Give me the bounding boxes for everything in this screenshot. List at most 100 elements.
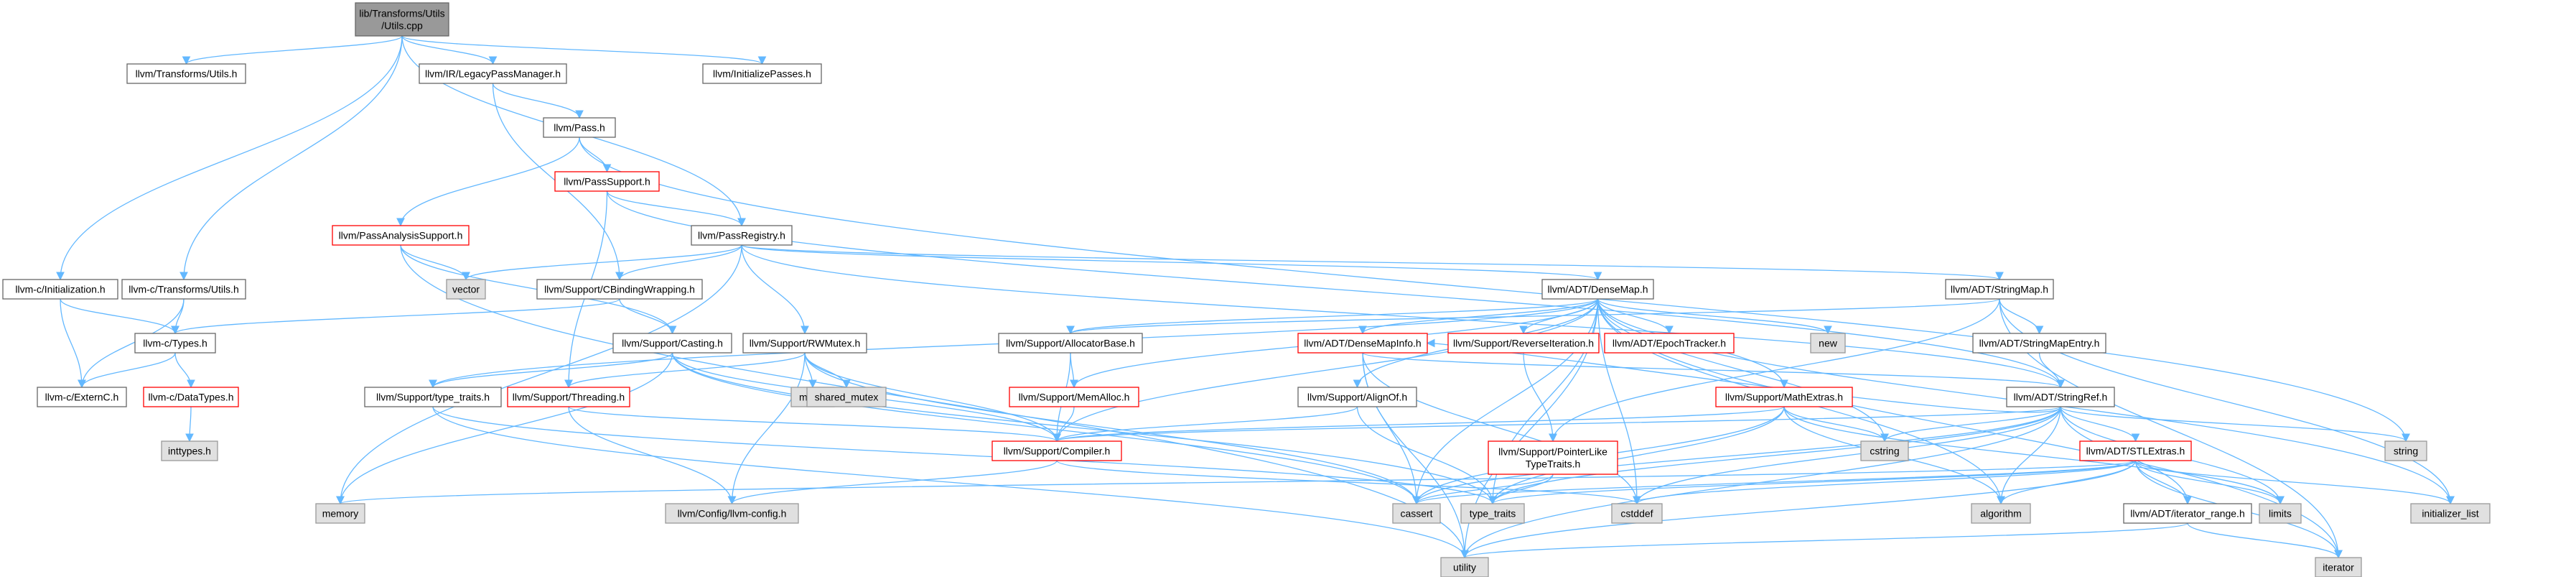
node-box[interactable] bbox=[1447, 333, 1600, 354]
node-box[interactable] bbox=[2, 279, 118, 300]
edge-llvm_pass_h-to-llvm_passsupport_h bbox=[579, 137, 612, 173]
node-llvm-ir-legacypassmanager-h[interactable]: llvm/IR/LegacyPassManager.h bbox=[419, 63, 567, 84]
node-box bbox=[355, 2, 449, 37]
node-box[interactable] bbox=[134, 333, 216, 354]
node-box[interactable] bbox=[126, 63, 246, 84]
node-box[interactable] bbox=[143, 387, 239, 407]
node-box[interactable] bbox=[1009, 387, 1139, 407]
edge-llvm_support_mathextras_h-to-limits bbox=[1783, 406, 2285, 505]
node-llvm-support-threading-h[interactable]: llvm/Support/Threading.h bbox=[507, 387, 630, 407]
edge-llvm_adt_stringmap_h-to-llvm_adt_stringmapentry_h bbox=[1999, 298, 2044, 335]
node-llvm-support-reverseiteration-h[interactable]: llvm/Support/ReverseIteration.h bbox=[1447, 333, 1600, 354]
node-box[interactable] bbox=[2006, 387, 2115, 407]
node-box[interactable] bbox=[37, 387, 127, 407]
node-llvm-adt-stringmap-h[interactable]: llvm/ADT/StringMap.h bbox=[1945, 279, 2054, 300]
node-llvm-support-memalloc-h[interactable]: llvm/Support/MemAlloc.h bbox=[1009, 387, 1139, 407]
node-box[interactable] bbox=[998, 333, 1143, 354]
edge-llvm_support_casting_h-to-type_traits bbox=[671, 352, 1497, 505]
node-box[interactable] bbox=[543, 117, 616, 138]
node-box[interactable] bbox=[612, 333, 732, 354]
node-llvm-adt-densemap-h[interactable]: llvm/ADT/DenseMap.h bbox=[1541, 279, 1654, 300]
node-llvm-adt-epochtracker-h[interactable]: llvm/ADT/EpochTracker.h bbox=[1604, 333, 1735, 354]
edge-llvm_passregistry_h-to-llvm_adt_densemap_h bbox=[741, 244, 1602, 281]
edge-llvm_support_type_traits_h-to-type_traits bbox=[432, 406, 1497, 505]
node-llvm-c-initialization-h[interactable]: llvm-c/Initialization.h bbox=[2, 279, 118, 300]
node-inttypes-h: inttypes.h bbox=[161, 440, 218, 461]
node-llvm-pass-h[interactable]: llvm/Pass.h bbox=[543, 117, 616, 138]
node-llvm-adt-stringmapentry-h[interactable]: llvm/ADT/StringMapEntry.h bbox=[1972, 333, 2106, 354]
node-label: llvm/Support/Threading.h bbox=[513, 392, 625, 403]
node-box[interactable] bbox=[332, 225, 470, 246]
node-llvm-adt-stlextras-h[interactable]: llvm/ADT/STLExtras.h bbox=[2079, 440, 2192, 461]
node-box[interactable] bbox=[419, 63, 567, 84]
node-box[interactable] bbox=[1972, 333, 2106, 354]
edge-llvm_adt_stlextras_h-to-memory bbox=[337, 460, 2137, 505]
edge-llvm_support_rwmutex_h-to-llvm_config_llvm_config_h bbox=[727, 352, 806, 505]
node-llvm-c-types-h[interactable]: llvm-c/Types.h bbox=[134, 333, 216, 354]
node-vector: vector bbox=[446, 279, 486, 300]
node-box[interactable] bbox=[507, 387, 630, 407]
node-box[interactable] bbox=[121, 279, 246, 300]
node-box[interactable] bbox=[2123, 503, 2252, 524]
node-box[interactable] bbox=[554, 171, 660, 192]
edge-llvm_support_allocatorbase_h-to-llvm_support_memalloc_h bbox=[1070, 352, 1078, 389]
edge-llvm_support_casting_h-to-memory bbox=[336, 352, 673, 505]
node-llvm-support-cbindingwrapping-h[interactable]: llvm/Support/CBindingWrapping.h bbox=[536, 279, 703, 300]
node-llvm-adt-iterator-range-h[interactable]: llvm/ADT/iterator_range.h bbox=[2123, 503, 2252, 524]
node-shared-mutex: shared_mutex bbox=[806, 387, 887, 407]
node-llvm-support-compiler-h[interactable]: llvm/Support/Compiler.h bbox=[991, 440, 1122, 461]
node-llvm-adt-densemapinfo-h[interactable]: llvm/ADT/DenseMapInfo.h bbox=[1297, 333, 1428, 354]
node-llvm-support-mathextras-h[interactable]: llvm/Support/MathExtras.h bbox=[1715, 387, 1853, 407]
node-box[interactable] bbox=[1541, 279, 1654, 300]
node-box[interactable] bbox=[991, 440, 1122, 461]
node-algorithm: algorithm bbox=[1971, 503, 2031, 524]
node-label: llvm/Transforms/Utils.h bbox=[136, 68, 238, 80]
edge-llvm_adt_iterator_range_h-to-iterator bbox=[2187, 522, 2343, 559]
edge-llvm_support_type_traits_h-to-utility bbox=[432, 406, 1469, 559]
node-llvm-passsupport-h[interactable]: llvm/PassSupport.h bbox=[554, 171, 660, 192]
edge-llvm_adt_stringref_h-to-llvm_adt_stlextras_h bbox=[2060, 406, 2140, 443]
edge-llvm_support_cbindingwrapping_h-to-llvm_c_types_h bbox=[171, 298, 620, 335]
node-box[interactable] bbox=[702, 63, 822, 84]
node-llvm-c-datatypes-h[interactable]: llvm-c/DataTypes.h bbox=[143, 387, 239, 407]
node-box[interactable] bbox=[1297, 387, 1417, 407]
node-llvm-support-allocatorbase-h[interactable]: llvm/Support/AllocatorBase.h bbox=[998, 333, 1143, 354]
node-label: llvm-c/Initialization.h bbox=[15, 284, 105, 295]
node-label: llvm/ADT/DenseMap.h bbox=[1547, 284, 1648, 295]
node-llvm-c-transforms-utils-h[interactable]: llvm-c/Transforms/Utils.h bbox=[121, 279, 246, 300]
edge-llvm_support_rwmutex_h-to-shared_mutex bbox=[804, 352, 851, 389]
node-llvm-passregistry-h[interactable]: llvm/PassRegistry.h bbox=[691, 225, 793, 246]
node-llvm-transforms-utils-h[interactable]: llvm/Transforms/Utils.h bbox=[126, 63, 246, 84]
node-box[interactable] bbox=[1945, 279, 2054, 300]
node-box[interactable] bbox=[742, 333, 867, 354]
node-box bbox=[446, 279, 486, 300]
edge-llvm_c_transforms_utils_h-to-llvm_c_externc_h bbox=[78, 298, 185, 389]
node-llvm-passanalysissupport-h[interactable]: llvm/PassAnalysisSupport.h bbox=[332, 225, 470, 246]
node-box[interactable] bbox=[2079, 440, 2192, 461]
node-box[interactable] bbox=[536, 279, 703, 300]
node-llvm-support-alignof-h[interactable]: llvm/Support/AlignOf.h bbox=[1297, 387, 1417, 407]
edge-llvm_support_pointerliketypetraits_h-to-cassert bbox=[1412, 474, 1554, 505]
edge-llvm_adt_densemap_h-to-llvm_support_reverseiteration_h bbox=[1519, 298, 1599, 335]
node-label: utility bbox=[1453, 562, 1476, 573]
node-box[interactable] bbox=[1715, 387, 1853, 407]
node-label: llvm-c/Transforms/Utils.h bbox=[129, 284, 239, 295]
edge-llvm_support_cbindingwrapping_h-to-llvm_support_casting_h bbox=[619, 298, 677, 335]
node-cstring: cstring bbox=[1860, 440, 1909, 461]
node-box[interactable] bbox=[691, 225, 793, 246]
node-label: shared_mutex bbox=[815, 392, 879, 403]
node-llvm-support-rwmutex-h[interactable]: llvm/Support/RWMutex.h bbox=[742, 333, 867, 354]
node-box[interactable] bbox=[1604, 333, 1735, 354]
node-box[interactable] bbox=[364, 387, 502, 407]
node-box[interactable] bbox=[1488, 440, 1618, 475]
edge-root-to-llvm_c_transforms_utils_h bbox=[179, 35, 403, 281]
node-box[interactable] bbox=[1297, 333, 1428, 354]
edge-llvm_support_compiler_h-to-llvm_config_llvm_config_h bbox=[727, 460, 1058, 505]
node-llvm-support-type-traits-h[interactable]: llvm/Support/type_traits.h bbox=[364, 387, 502, 407]
node-llvm-adt-stringref-h[interactable]: llvm/ADT/StringRef.h bbox=[2006, 387, 2115, 407]
node-iterator: iterator bbox=[2315, 557, 2362, 577]
node-llvm-initializepasses-h[interactable]: llvm/InitializePasses.h bbox=[702, 63, 822, 84]
node-llvm-c-externc-h[interactable]: llvm-c/ExternC.h bbox=[37, 387, 127, 407]
node-llvm-support-casting-h[interactable]: llvm/Support/Casting.h bbox=[612, 333, 732, 354]
